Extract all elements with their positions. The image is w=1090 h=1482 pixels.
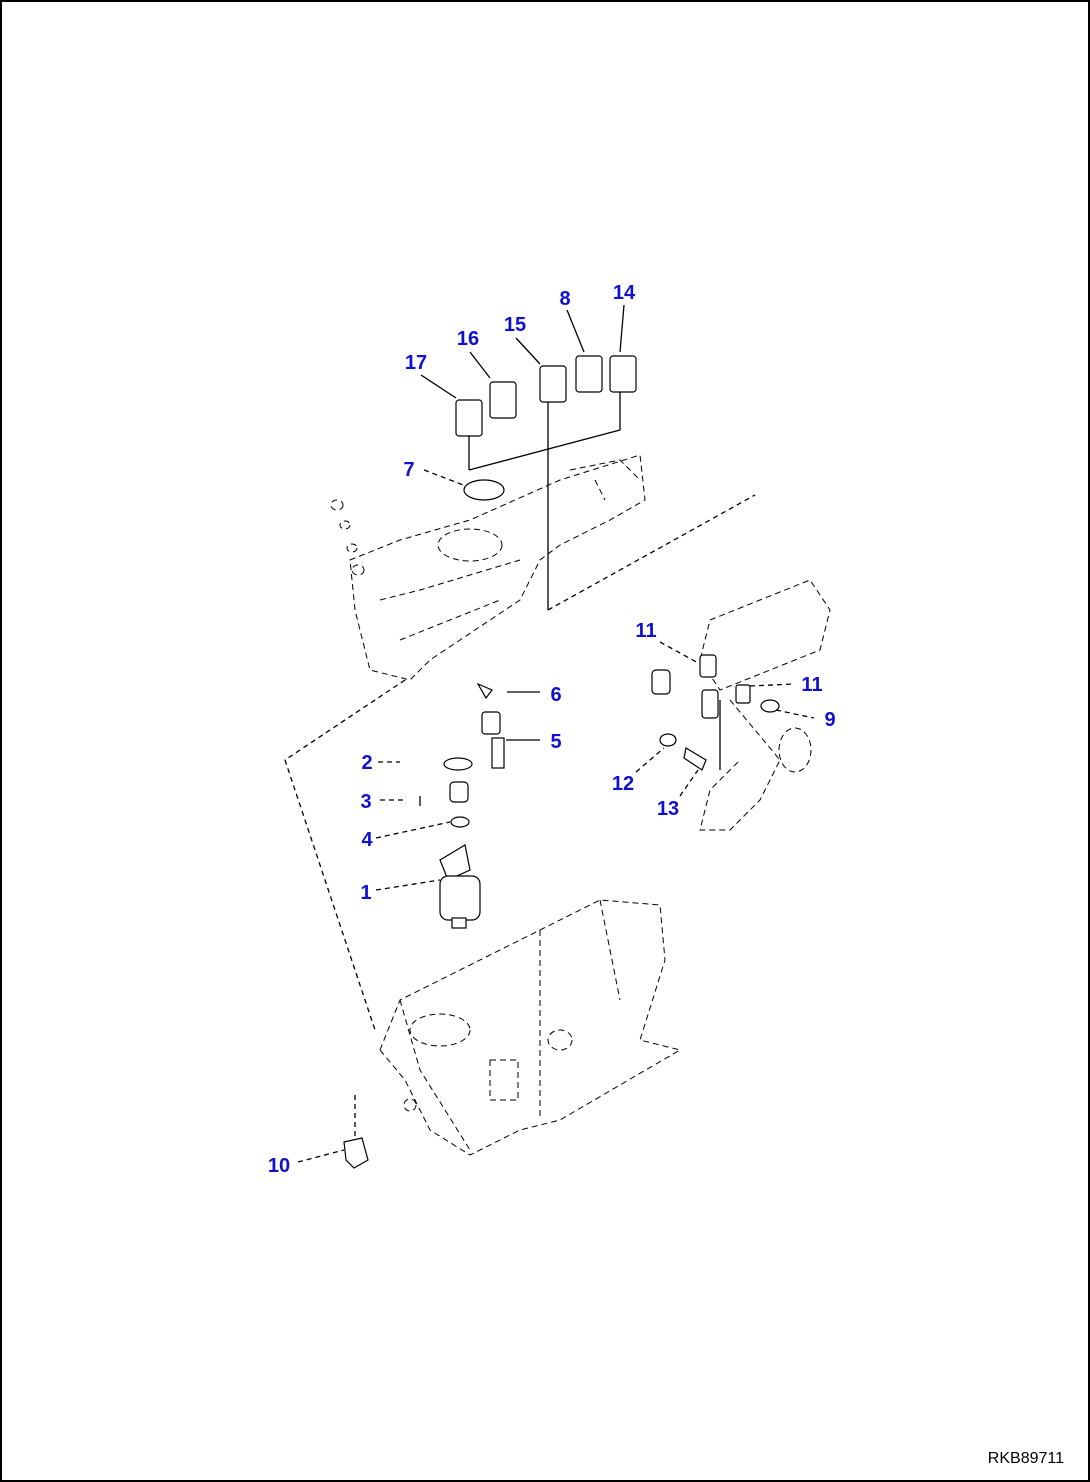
callout-11-left: 11 [635, 620, 656, 642]
callout-15: 15 [504, 314, 526, 336]
switch-bracket-line [468, 392, 621, 610]
center-part-stack [439, 682, 505, 929]
callout-3: 3 [360, 791, 371, 813]
cover-guide-line [547, 494, 756, 611]
callout-17: 17 [405, 352, 427, 374]
callout-6: 6 [550, 684, 561, 706]
callout-7: 7 [403, 459, 414, 481]
callout-labels: 1 2 3 4 5 6 7 8 9 10 11 11 12 13 14 15 1… [268, 282, 836, 1177]
upper-cover-assembly [330, 454, 646, 681]
callout-8: 8 [559, 288, 570, 310]
switch-row [455, 355, 637, 437]
right-pedal-assembly [651, 579, 831, 831]
callout-1: 1 [360, 882, 371, 904]
drawing-reference-number: RKB89711 [987, 1450, 1064, 1467]
callout-13: 13 [657, 798, 679, 820]
callout-5: 5 [550, 731, 561, 753]
part-7-plug [463, 479, 505, 501]
callout-11-right: 11 [801, 674, 822, 696]
leader-lines [297, 304, 815, 1163]
assembly-guide-line [284, 679, 406, 1031]
callout-9: 9 [824, 709, 835, 731]
callout-10: 10 [268, 1155, 290, 1177]
callout-2: 2 [361, 752, 372, 774]
callout-12: 12 [612, 773, 634, 795]
callout-16: 16 [457, 328, 479, 350]
part-10-sensor [343, 1137, 369, 1169]
lower-valve-body [379, 899, 682, 1156]
callout-4: 4 [361, 829, 373, 851]
callout-14: 14 [613, 282, 636, 304]
